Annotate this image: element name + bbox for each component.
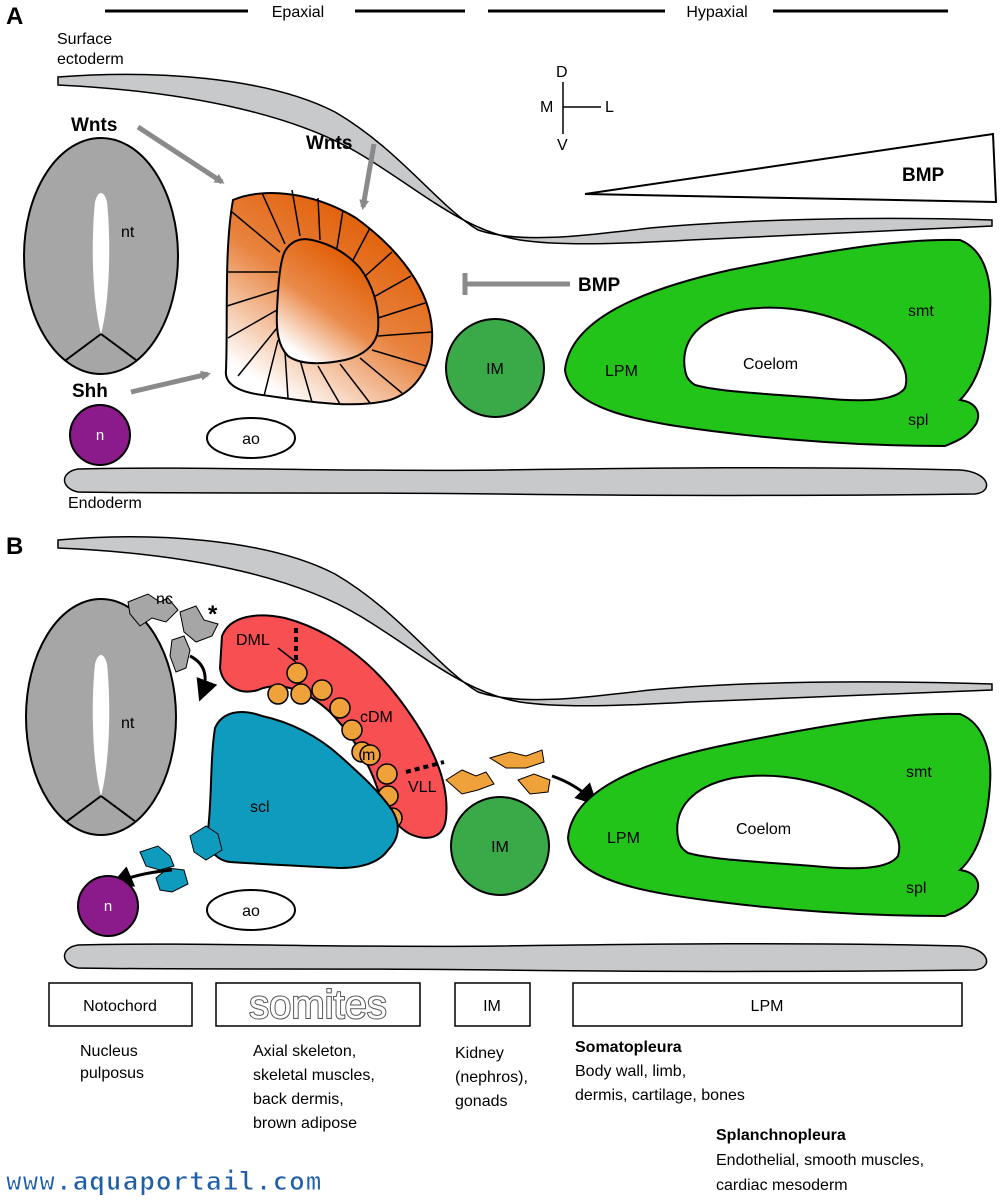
svg-text:Splanchnopleura: Splanchnopleura: [716, 1127, 846, 1144]
coelom-label-a: Coelom: [743, 356, 798, 373]
aorta-a: [206, 417, 296, 459]
legend-lpm-desc: Somatopleura Body wall, limb, dermis, ca…: [575, 1039, 924, 1194]
sclerotome-migrating-cells: [139, 825, 223, 893]
cdm-label: cDM: [360, 709, 393, 726]
smt-label-a: smt: [908, 303, 934, 320]
endoderm-b: [63, 942, 988, 973]
svg-text:Kidney: Kidney: [455, 1045, 504, 1062]
somite-a: [224, 189, 434, 406]
svg-text:back dermis,: back dermis,: [253, 1091, 344, 1108]
hypaxial-label: Hypaxial: [686, 4, 747, 21]
intermediate-mesoderm-a: [445, 318, 545, 418]
bmp-gradient-wedge: [584, 132, 998, 204]
svg-text:Somatopleura: Somatopleura: [575, 1039, 682, 1056]
axis-m: M: [540, 99, 553, 116]
svg-text:Nucleus: Nucleus: [80, 1043, 138, 1060]
somite-radial-lines: [226, 189, 433, 405]
epaxial-label: Epaxial: [272, 4, 324, 21]
endoderm-a: [63, 466, 988, 497]
spl-label-a: spl: [908, 412, 928, 429]
nt-label-a: nt: [121, 224, 135, 241]
svg-text:Body wall, limb,: Body wall, limb,: [575, 1063, 686, 1080]
notochord-a: [69, 404, 131, 466]
svg-text:brown adipose: brown adipose: [253, 1115, 357, 1132]
nc-label: nc: [156, 591, 173, 608]
nt-label-b: nt: [121, 715, 135, 732]
surface-ectoderm-label-1: Surface: [57, 31, 112, 48]
svg-text:Endothelial, smooth muscles,: Endothelial, smooth muscles,: [716, 1152, 924, 1169]
im-label-b: IM: [491, 839, 509, 856]
im-label-a: IM: [486, 361, 504, 378]
neural-tube-a: nt: [23, 137, 179, 375]
axis-d: D: [556, 64, 568, 81]
svg-text:cardiac mesoderm: cardiac mesoderm: [716, 1177, 848, 1194]
svg-text:gonads: gonads: [455, 1093, 508, 1110]
aorta-label-a: ao: [242, 431, 260, 448]
legend-lpm-title: LPM: [751, 998, 784, 1015]
neural-tube-b: nt: [25, 598, 177, 836]
legend-im-title: IM: [483, 998, 501, 1015]
orientation-compass: D M L V: [540, 64, 614, 154]
panel-b-letter: B: [6, 533, 23, 560]
panel-a-letter: A: [6, 3, 23, 30]
watermark: www.aquaportail.com: [6, 1167, 322, 1197]
legend-box-lpm: [572, 982, 963, 1027]
legend-notochord-title: Notochord: [83, 998, 157, 1015]
svg-text:pulposus: pulposus: [80, 1065, 144, 1082]
notochord-b: [77, 875, 139, 937]
coelom-label-b: Coelom: [736, 821, 791, 838]
svg-text:(nephros),: (nephros),: [455, 1069, 528, 1086]
bmp-gradient-label: BMP: [902, 165, 945, 186]
wnts-arrow-top: [359, 143, 377, 210]
lpm-label-a: LPM: [605, 363, 638, 380]
header-axis: Epaxial Hypaxial: [105, 4, 948, 21]
shh-arrow: [130, 370, 211, 395]
myotome-label: m: [362, 747, 375, 764]
legend-box-im: [454, 982, 531, 1027]
shh-label: Shh: [72, 381, 108, 402]
nc-migration-arrow: [189, 654, 218, 702]
notochord-label-b: n: [104, 898, 112, 915]
migration-arrow-lpm: [551, 774, 598, 806]
axis-l: L: [605, 99, 614, 116]
svg-text:skeletal muscles,: skeletal muscles,: [253, 1067, 375, 1084]
legend-somites-desc: Axial skeleton, skeletal muscles, back d…: [253, 1043, 375, 1132]
lateral-plate-mesoderm-b: LPM Coelom smt spl: [566, 712, 992, 918]
legend-notochord-desc: Nucleus pulposus: [80, 1043, 144, 1082]
smt-label-b: smt: [906, 764, 932, 781]
legend-box-somites: [215, 982, 421, 1027]
axis-v: V: [557, 137, 568, 154]
svg-text:dermis, cartilage, bones: dermis, cartilage, bones: [575, 1087, 745, 1104]
surface-ectoderm-label-2: ectoderm: [57, 51, 124, 68]
notochord-label-a: n: [96, 427, 104, 444]
svg-text:Axial skeleton,: Axial skeleton,: [253, 1043, 356, 1060]
vll-label: VLL: [408, 779, 437, 796]
bmp-inhibit-label: BMP: [578, 275, 621, 296]
scl-label: scl: [250, 799, 270, 816]
spl-label-b: spl: [906, 880, 926, 897]
aorta-label-b: ao: [242, 903, 260, 920]
dml-label: DML: [236, 632, 270, 649]
neural-crest-cells: nc *: [127, 591, 219, 702]
wnts-arrow-left: [136, 124, 225, 185]
aorta-b: [206, 889, 296, 931]
wnts-label-top: Wnts: [306, 133, 352, 154]
surface-ectoderm-a: [57, 73, 993, 245]
legend-box-notochord: [48, 982, 193, 1027]
lateral-plate-mesoderm-a: LPM Coelom smt spl: [563, 238, 992, 448]
lpm-label-b: LPM: [607, 830, 640, 847]
endoderm-label: Endoderm: [68, 495, 142, 512]
surface-ectoderm-b: [57, 536, 993, 707]
migrating-muscle-precursors: [445, 749, 551, 795]
legend-somites-title: somites: [249, 983, 387, 1027]
asterisk-label: *: [208, 601, 218, 628]
wnts-label-left: Wnts: [71, 115, 117, 136]
intermediate-mesoderm-b: [450, 796, 550, 896]
legend-im-desc: Kidney (nephros), gonads: [455, 1045, 528, 1110]
